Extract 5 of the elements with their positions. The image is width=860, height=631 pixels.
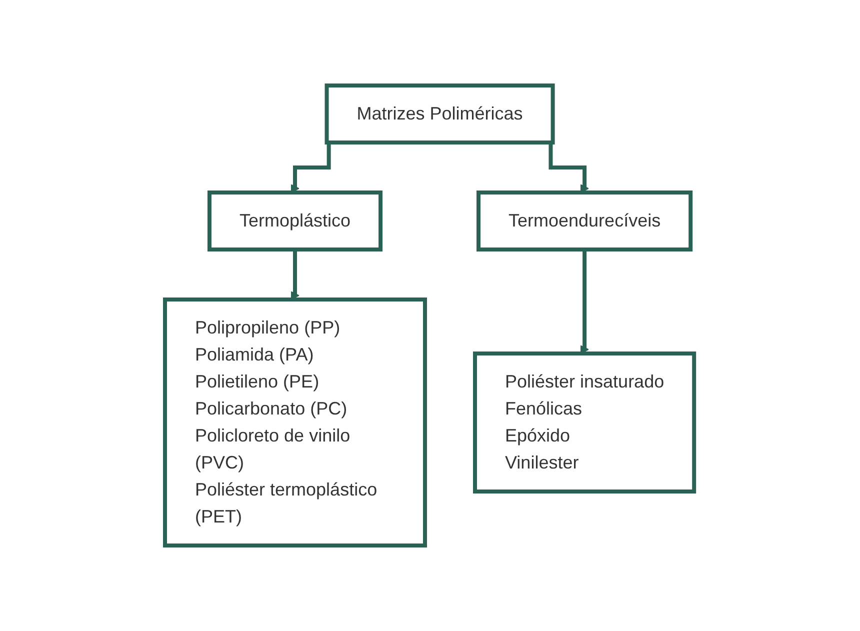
node-box: Matrizes Poliméricas [325, 84, 556, 144]
node-box: Poliéster insaturado Fenólicas Epóxido Vinilester [473, 352, 697, 494]
node-box: Termoplástico [208, 190, 383, 252]
node-box: Termoendurecíveis [476, 190, 694, 252]
node-box: Polipropileno (PP) Poliamida (PA) Polietileno (PE) Policarbonato (PC) Policloreto de vinilo (PVC) Poliéster termoplástico (PET) [163, 298, 428, 548]
